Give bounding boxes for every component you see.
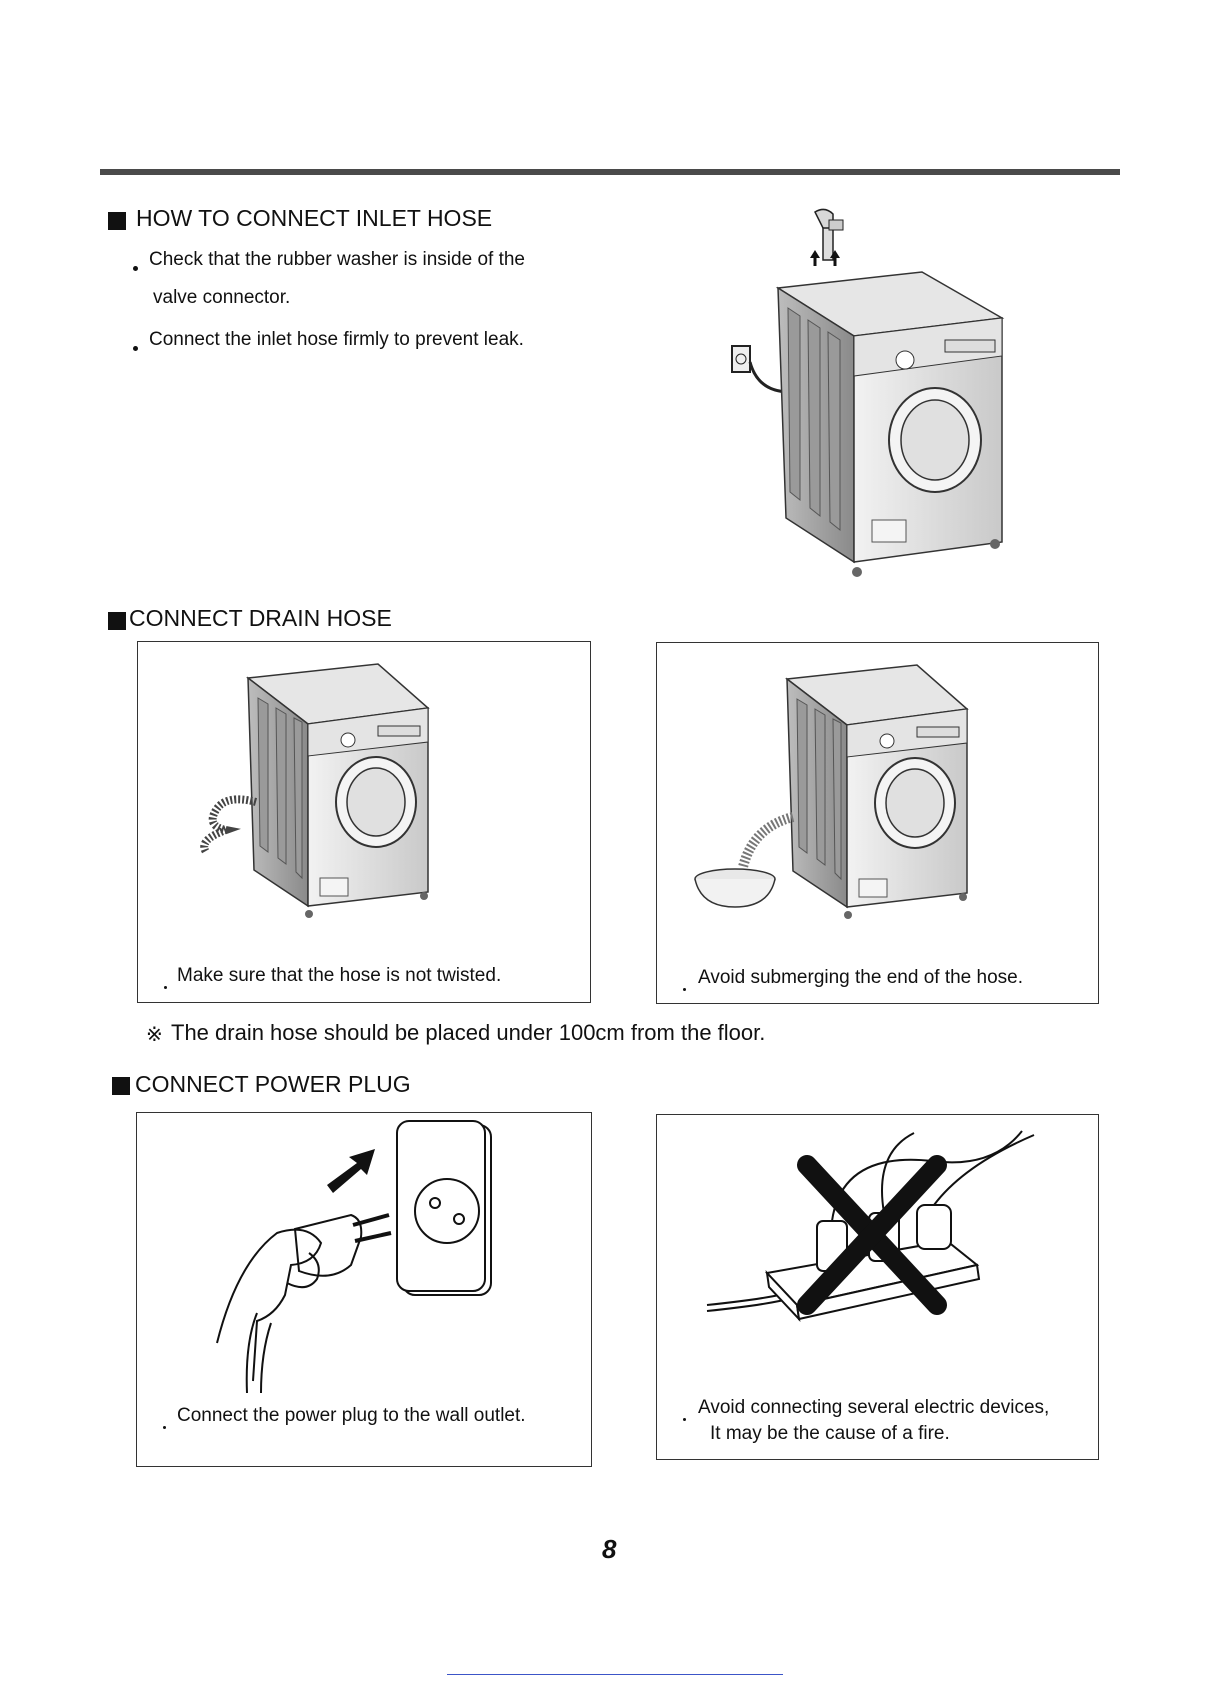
power-panel-left: Connect the power plug to the wall outle… (136, 1112, 592, 1467)
inlet-bullet-2: Connect the inlet hose firmly to prevent… (149, 329, 524, 350)
drain-caption-right: Avoid submerging the end of the hose. (698, 967, 1023, 988)
bullet-icon (683, 1408, 686, 1426)
inlet-heading-marker (108, 212, 126, 235)
drain-heading: CONNECT DRAIN HOSE (129, 605, 392, 631)
inlet-bullet-1-line-2: valve connector. (153, 287, 291, 308)
plug-into-wall-outlet-illustration (216, 1120, 492, 1394)
drain-caption-left: Make sure that the hose is not twisted. (177, 965, 502, 986)
power-caption-right-line-2: It may be the cause of a fire. (710, 1423, 950, 1444)
power-heading-marker (112, 1077, 130, 1100)
power-caption-right-line-1: Avoid connecting several electric device… (698, 1397, 1050, 1418)
overloaded-power-strip-illustration (706, 1130, 1035, 1322)
washer-hose-in-basin-illustration (694, 664, 969, 919)
inlet-heading: HOW TO CONNECT INLET HOSE (136, 205, 493, 231)
page-number: 8 (602, 1534, 617, 1564)
note-mark-icon: ※ (146, 1024, 163, 1046)
drain-panel-left: Make sure that the hose is not twisted. (137, 641, 591, 1003)
bullet-icon (133, 338, 138, 356)
power-caption-left: Connect the power plug to the wall outle… (177, 1405, 526, 1426)
footer-line (447, 1674, 783, 1675)
bullet-icon (683, 978, 686, 996)
bullet-icon (163, 1416, 166, 1434)
bullet-icon (164, 976, 167, 994)
washer-hose-not-twisted-illustration (200, 663, 430, 918)
power-heading: CONNECT POWER PLUG (135, 1071, 411, 1097)
top-rule (100, 169, 1120, 175)
inlet-washer-illustration (731, 208, 1005, 577)
drain-panel-right: Avoid submerging the end of the hose. (656, 642, 1099, 1004)
inlet-bullet-1-line-1: Check that the rubber washer is inside o… (149, 249, 525, 270)
bullet-icon (133, 258, 138, 276)
drain-height-note: The drain hose should be placed under 10… (171, 1020, 766, 1045)
power-panel-right: Avoid connecting several electric device… (656, 1114, 1099, 1460)
drain-heading-marker (108, 612, 126, 635)
